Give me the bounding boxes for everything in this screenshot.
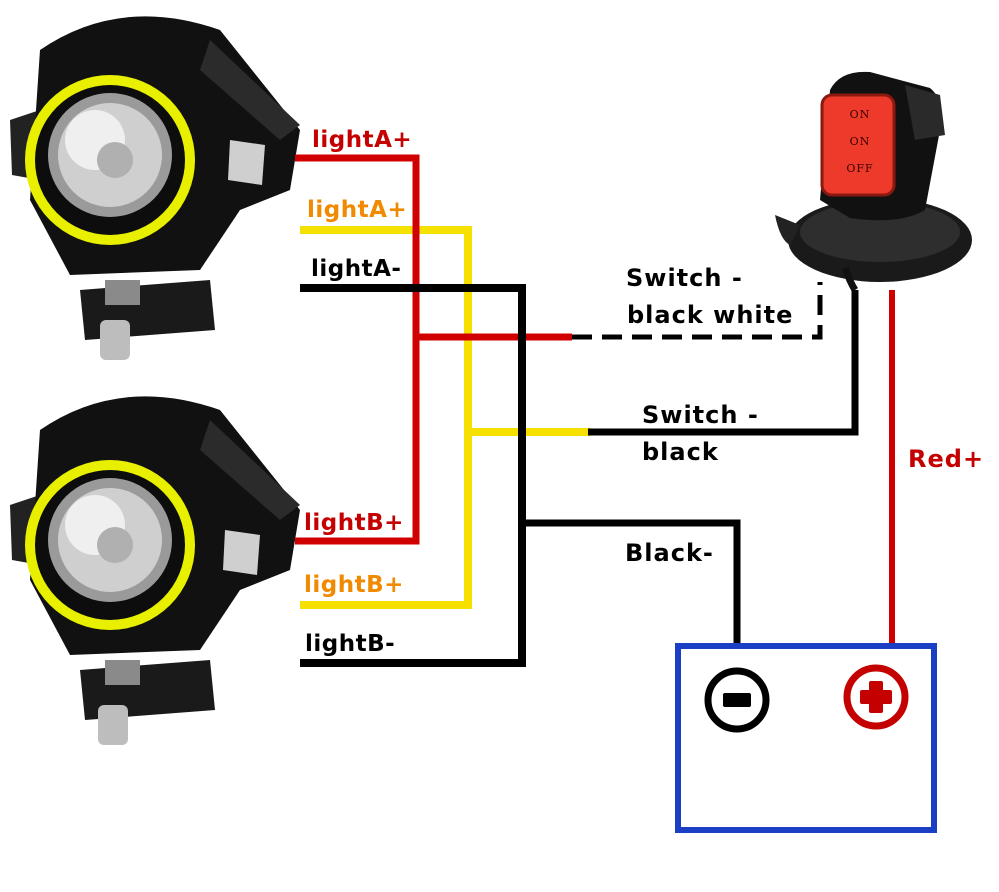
label-switch-black-line2: black xyxy=(642,438,719,466)
label-lightB-minus: lightB- xyxy=(305,631,395,657)
switch-button-text-3: OFF xyxy=(846,162,873,175)
black-wires xyxy=(300,282,859,667)
label-lightB-plus-yellow: lightB+ xyxy=(304,572,404,598)
label-lightB-plus-red: lightB+ xyxy=(304,510,404,536)
yellow-wires xyxy=(300,226,590,609)
label-switch-black-white-line2: black white xyxy=(627,301,793,329)
label-lightA-minus: lightA- xyxy=(311,256,401,282)
label-battery-black: Black- xyxy=(625,539,714,567)
red-wires xyxy=(295,154,895,645)
label-switch-black-white-line1: Switch - xyxy=(626,264,743,292)
plus-terminal-icon xyxy=(843,664,909,730)
label-switch-black-line1: Switch - xyxy=(642,401,759,429)
minus-terminal-icon xyxy=(704,667,770,733)
switch-button-text-2: ON xyxy=(850,135,871,148)
battery xyxy=(675,643,937,833)
switch-button-text-1: ON xyxy=(850,108,871,121)
label-battery-red: Red+ xyxy=(908,445,984,473)
handlebar-switch-illustration: ON ON OFF xyxy=(775,71,972,292)
label-lightA-plus-red: lightA+ xyxy=(312,127,412,153)
label-lightA-plus-yellow: lightA+ xyxy=(307,197,407,223)
lamp-a-illustration xyxy=(10,16,300,360)
lamp-b-illustration xyxy=(10,396,300,745)
